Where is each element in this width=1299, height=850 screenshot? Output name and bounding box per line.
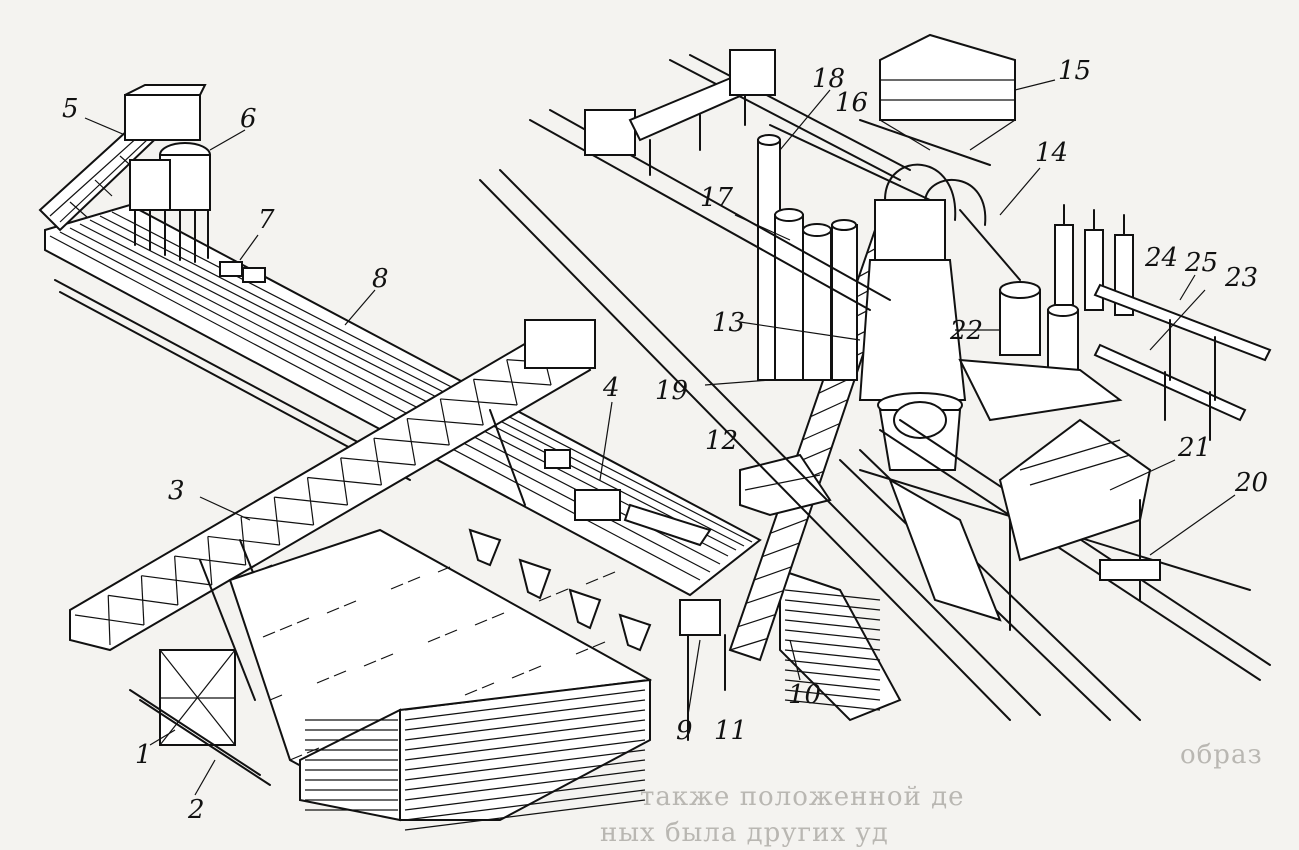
- leader-lines: [84, 79, 1236, 796]
- pipe-16: [769, 124, 931, 201]
- hoppers: [468, 528, 652, 652]
- rail-platform: [44, 203, 762, 597]
- silos-6: [124, 84, 211, 263]
- brick-foundation-10: [779, 568, 902, 722]
- upper-conveyor: [584, 49, 776, 176]
- callout-25: 25: [1185, 248, 1219, 278]
- callout-8: 8: [372, 264, 389, 294]
- callout-22: 22: [950, 316, 984, 346]
- loader-4: [544, 449, 712, 547]
- callout-21: 21: [1178, 433, 1212, 463]
- bleed-text-2: также положенной де: [640, 782, 965, 812]
- callout-12: 12: [705, 426, 739, 456]
- slag-chute: [888, 477, 1002, 622]
- callout-23: 23: [1225, 263, 1259, 293]
- callout-13: 13: [712, 308, 746, 338]
- callout-1: 1: [135, 740, 152, 770]
- callout-17: 17: [700, 183, 734, 213]
- callout-15: 15: [1058, 56, 1092, 86]
- casting-shed-21: [998, 418, 1161, 631]
- stoves-17-stack-18: [757, 134, 858, 381]
- cars-7: [219, 261, 266, 283]
- support-frame-1: [129, 649, 271, 786]
- callout-7: 7: [258, 205, 275, 235]
- callout-10: 10: [788, 680, 822, 710]
- callout-6: 6: [240, 104, 257, 134]
- callout-14: 14: [1035, 138, 1069, 168]
- skip-pit-9-11: [679, 599, 726, 741]
- pipelines-23-25: [1093, 283, 1272, 441]
- bleed-text-3: ных была других уд: [600, 818, 889, 848]
- blast-furnace-13: [858, 163, 987, 471]
- callout-24: 24: [1145, 243, 1179, 273]
- bleed-text-1: образ: [1180, 740, 1263, 770]
- callout-11: 11: [714, 716, 748, 746]
- callout-18: 18: [812, 64, 846, 94]
- building-12: [739, 453, 832, 517]
- stockpile-bin: [228, 528, 653, 831]
- building-15: [859, 33, 1016, 166]
- callout-5: 5: [62, 94, 79, 124]
- gantry-truss-3: [69, 319, 596, 701]
- gas-cleaning-22: [959, 209, 1079, 381]
- upper-rails: [479, 54, 1271, 721]
- callout-16: 16: [835, 88, 869, 118]
- callout-19: 19: [655, 376, 689, 406]
- callout-3: 3: [168, 476, 185, 506]
- callout-20: 20: [1235, 468, 1269, 498]
- callout-9: 9: [676, 716, 693, 746]
- gas-platform: [958, 358, 1123, 422]
- callout-2: 2: [188, 795, 205, 825]
- callout-4: 4: [603, 373, 620, 403]
